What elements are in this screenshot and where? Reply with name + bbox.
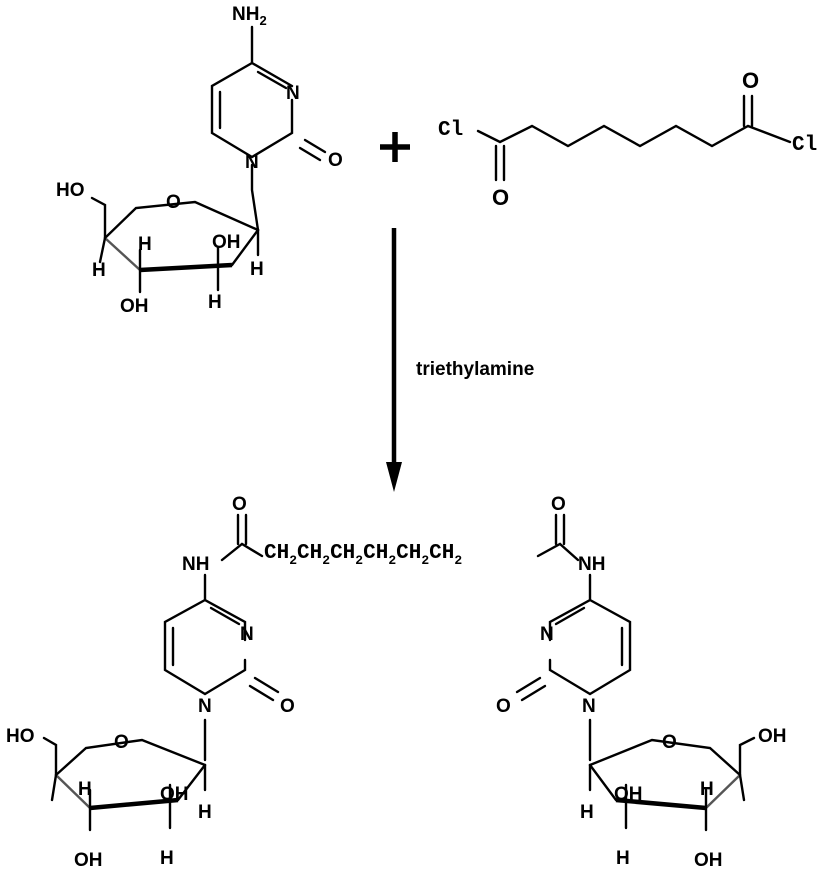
hydroxymethyl-bond: [90, 196, 107, 240]
chain-label: CH2CH2CH2CH2CH2CH2: [264, 542, 462, 568]
cl-left-label: Cl: [438, 119, 463, 142]
cl-right-label: Cl: [792, 134, 817, 157]
right-sugar-top: [588, 738, 742, 777]
left-amide-o-label: O: [232, 494, 247, 515]
left-ring-n-label: N: [240, 624, 254, 645]
right-pyrimidine-ring: [548, 573, 632, 696]
right-ho-label: OH: [758, 726, 787, 747]
sugar-ring-base: [139, 262, 233, 273]
left-sugar-top: [54, 738, 207, 777]
reactant-nucleoside: NH2 N N O O HO OH OH H H H H: [56, 4, 343, 317]
o-bottom-label: O: [492, 185, 509, 210]
right-h-bottom-label: H: [616, 848, 630, 869]
left-oh-bottom-label: OH: [74, 850, 103, 870]
left-glycosidic-n-label: N: [198, 696, 212, 717]
product-right-unit: N N O O OH OH OH H H H: [496, 573, 787, 870]
oh-bottom-label: OH: [120, 296, 149, 317]
right-amide-carbonyl: [554, 513, 566, 546]
right-nh-label: NH: [578, 554, 605, 575]
right-h-left-label: H: [580, 802, 594, 823]
carbonyl-left-double: [494, 144, 506, 182]
oh-mid-label: OH: [212, 232, 241, 253]
left-oh-mid-label: OH: [160, 784, 189, 805]
left-carbonyl-o-label: O: [280, 696, 295, 717]
right-oh-mid-label: OH: [614, 784, 643, 805]
left-substituent-bonds: [50, 763, 207, 832]
glycosidic-n-label: N: [245, 152, 259, 173]
h-left-bond: [98, 236, 107, 264]
plus-sign: [380, 132, 410, 162]
h-left-label: H: [92, 260, 106, 281]
ring-o-label: O: [166, 192, 181, 213]
left-carbonyl-double: [248, 676, 280, 702]
right-hydroxymethyl: [738, 736, 756, 777]
sugar-ring-right: [230, 228, 260, 267]
left-pyrimidine-ring: [163, 573, 247, 696]
ring-n-label: N: [286, 83, 300, 104]
right-carbonyl-o-label: O: [496, 696, 511, 717]
left-pyrimidine-double-cn: [209, 606, 241, 626]
left-nh-label: NH: [182, 554, 209, 575]
right-sugar-right-lower: [705, 774, 741, 809]
alkyl-chain-bonds: [476, 124, 792, 148]
left-sugar-left-lower: [55, 774, 91, 809]
reagent-label: triethylamine: [416, 359, 534, 380]
right-sugar-left: [588, 763, 618, 802]
left-amide-bonds: [220, 542, 264, 562]
carbonyl-o-label: O: [328, 150, 343, 171]
carbonyl-right-double: [742, 94, 754, 128]
sugar-ring-top: [103, 200, 260, 240]
right-sugar-base: [615, 797, 707, 811]
h-bottom-label: H: [208, 292, 222, 313]
carbonyl-double-bond: [298, 138, 327, 162]
amine-label: NH2: [232, 4, 267, 28]
ho-label: HO: [56, 180, 85, 201]
left-ring-o-label: O: [114, 732, 129, 753]
pyrimidine-double-bond-cn: [256, 70, 288, 90]
left-h-left-label: H: [78, 779, 92, 800]
right-pyrimidine-double-cn: [554, 606, 586, 626]
right-ring-o-label: O: [662, 732, 677, 753]
right-carbonyl-double: [515, 676, 547, 702]
left-sugar-base: [89, 797, 179, 811]
right-substituent-bonds: [588, 763, 746, 832]
sugar-ring-left-lower: [104, 237, 141, 271]
h-right-label: H: [250, 259, 264, 280]
left-hydroxymethyl: [42, 736, 58, 777]
right-ring-n-label: N: [540, 624, 554, 645]
left-amide-carbonyl: [236, 513, 248, 546]
reaction-arrow: [386, 228, 402, 492]
reactant-diacyl-chloride: Cl Cl O O: [438, 68, 817, 210]
product-left-unit: N N O O HO OH OH H H H: [6, 573, 295, 870]
left-ho-label: HO: [6, 726, 35, 747]
right-amide-bonds: [536, 542, 580, 562]
h-mid-label: H: [138, 234, 152, 255]
left-sugar-right: [176, 763, 207, 802]
right-oh-bottom-label: OH: [694, 850, 723, 870]
pyrimidine-ring-bonds: [210, 61, 294, 159]
left-h-bottom-label: H: [160, 848, 174, 869]
left-h-right-label: H: [198, 802, 212, 823]
glycosidic-bond: [250, 163, 260, 232]
right-glycosidic-n-label: N: [582, 696, 596, 717]
right-h-mid-label: H: [700, 779, 714, 800]
right-amide-o-label: O: [551, 494, 566, 515]
o-top-label: O: [742, 68, 759, 93]
product-bis-nucleoside: O O NH NH CH2CH2CH2CH2CH2CH2 N N O O HO …: [6, 494, 787, 870]
